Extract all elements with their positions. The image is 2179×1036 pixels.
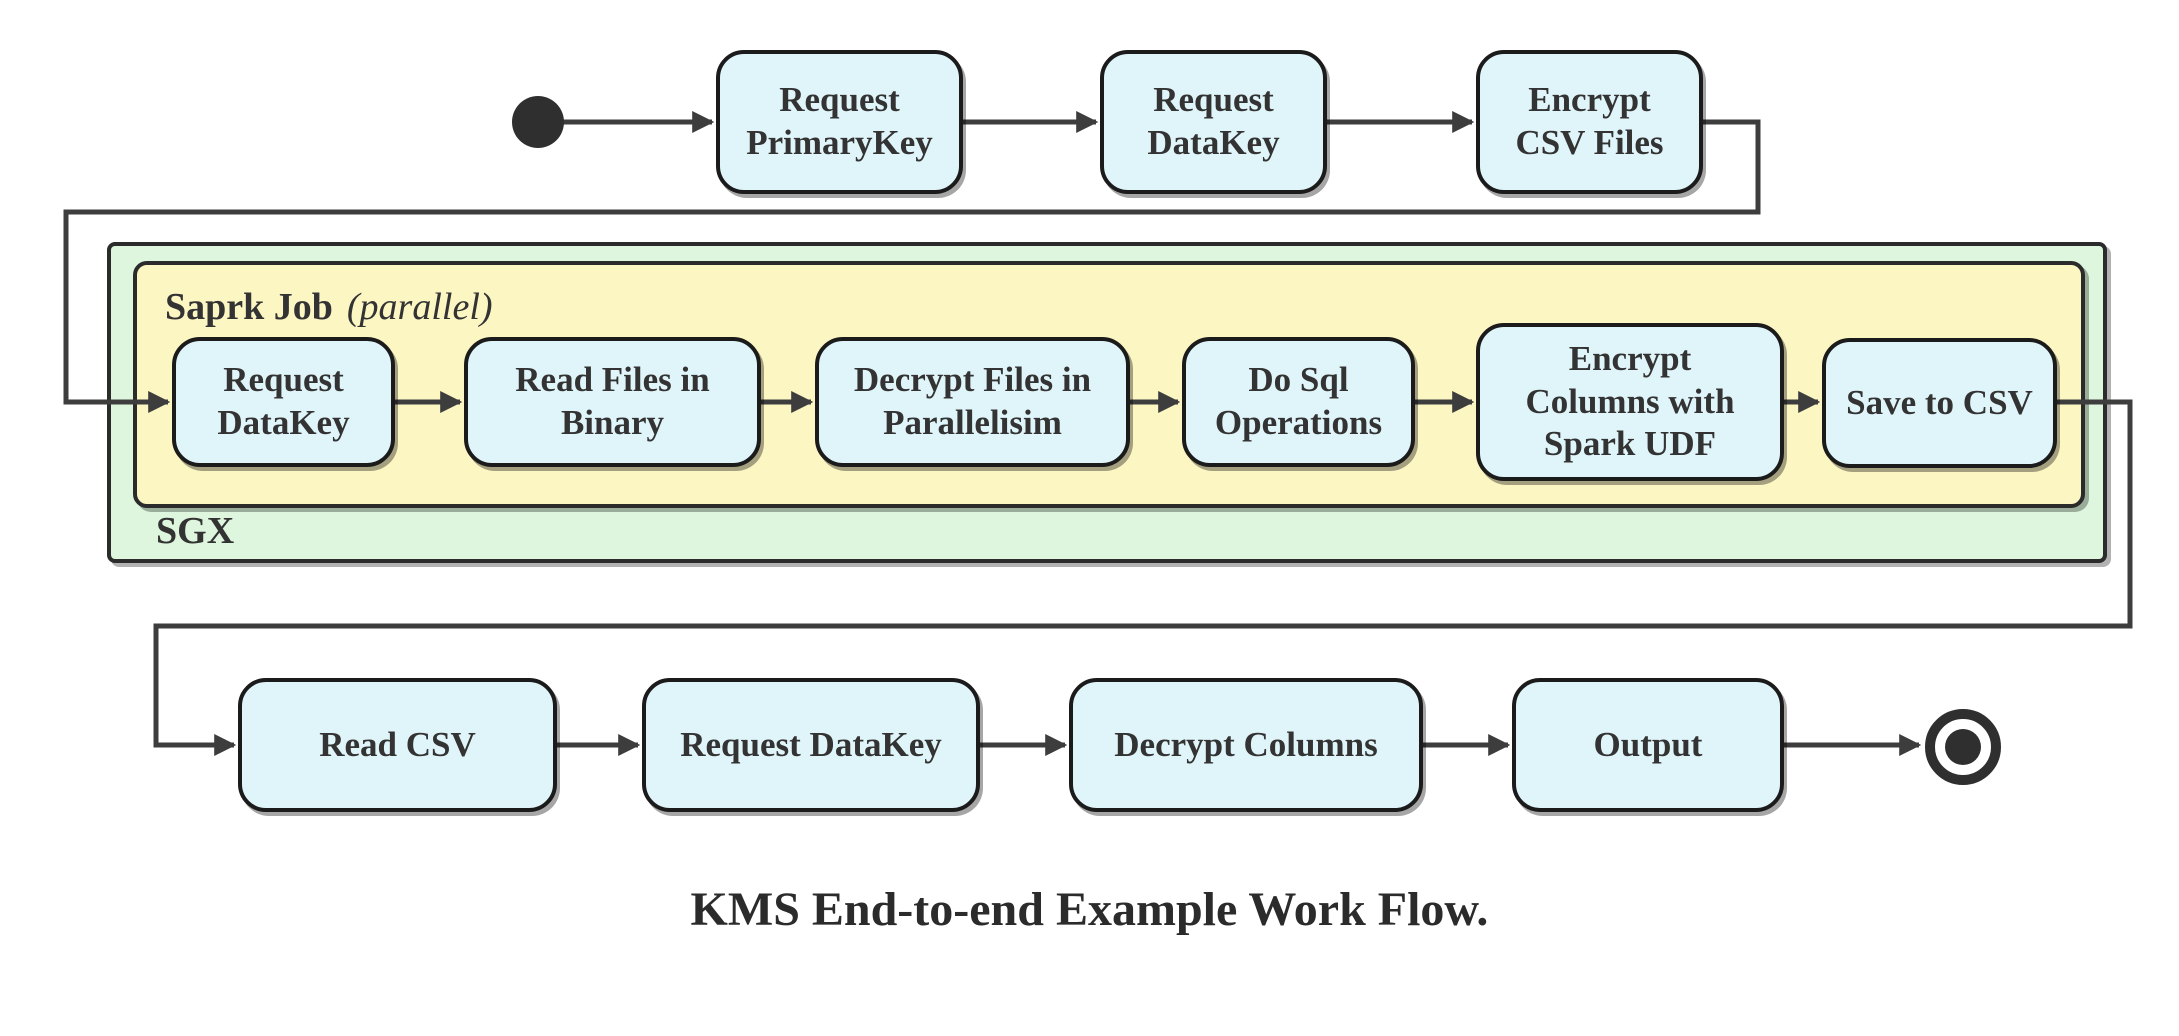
edge-encrypt-csv-files-to-sgx-request-datakey: [63, 119, 1761, 414]
spark-job-container-label: Saprk Job (parallel): [165, 285, 493, 329]
state-encrypt-columns-with-spark-udf: Encrypt Columns with Spark UDF: [1476, 323, 1784, 481]
state-request-datakey-bottom: Request DataKey: [642, 678, 980, 812]
state-read-files-in-binary: Read Files in Binary: [464, 337, 761, 467]
spark-job-qualifier: (parallel): [346, 286, 493, 328]
state-decrypt-files-in-parallelisim: Decrypt Files in Parallelisim: [815, 337, 1130, 467]
state-sgx-request-datakey: Request DataKey: [172, 337, 395, 467]
spark-job-title: Saprk Job: [165, 286, 333, 328]
state-request-datakey-top: Request DataKey: [1100, 50, 1327, 194]
state-output: Output: [1512, 678, 1784, 812]
state-save-to-csv: Save to CSV: [1822, 338, 2057, 468]
final-state-inner-dot: [1945, 729, 1981, 765]
sgx-container-label: SGX: [156, 510, 235, 552]
state-request-primarykey: Request PrimaryKey: [716, 50, 963, 194]
diagram-caption: KMS End-to-end Example Work Flow.: [690, 883, 1489, 936]
state-read-csv: Read CSV: [238, 678, 557, 812]
initial-state-icon: [512, 96, 564, 148]
state-do-sql-operations: Do Sql Operations: [1182, 337, 1415, 467]
state-encrypt-csv-files: Encrypt CSV Files: [1476, 50, 1703, 194]
edge-save-to-csv-to-read-csv: [153, 399, 2133, 757]
final-state-icon: [1925, 709, 2001, 785]
state-decrypt-columns: Decrypt Columns: [1069, 678, 1423, 812]
